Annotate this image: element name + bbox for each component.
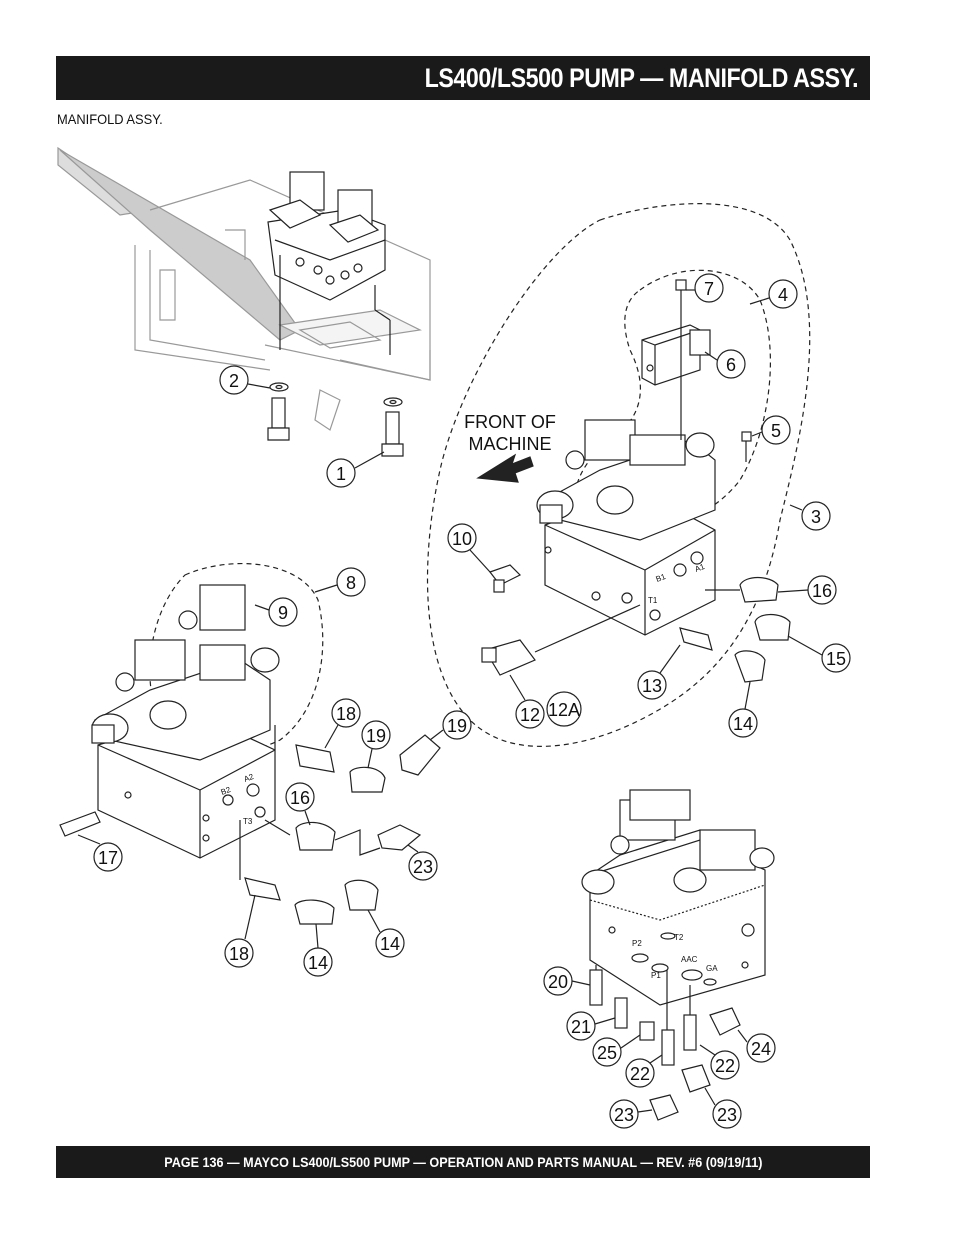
page-title: LS400/LS500 PUMP — MANIFOLD ASSY. xyxy=(424,62,858,93)
callout-18: 18 xyxy=(336,704,356,724)
callout-19: 19 xyxy=(366,726,386,746)
callout-6: 6 xyxy=(726,355,736,375)
solenoid-coil-6 xyxy=(641,324,711,386)
valve-12 xyxy=(481,604,641,676)
callout-circles xyxy=(77,273,851,1129)
port-label-a2: A2 xyxy=(243,772,256,784)
callout-7: 7 xyxy=(704,279,714,299)
port-label-p2: P2 xyxy=(632,939,642,948)
port-label-a1: A1 xyxy=(694,562,707,574)
dashed-outline-3 xyxy=(426,203,811,747)
callout-12: 12 xyxy=(520,705,540,725)
fittings-bottom xyxy=(589,965,741,1121)
callout-12a: 12A xyxy=(548,700,580,720)
callout-16: 16 xyxy=(812,581,832,601)
port-label-b2: B2 xyxy=(220,785,233,797)
screw-7 xyxy=(675,279,687,440)
valve-manifold-top xyxy=(267,171,391,355)
screw-5 xyxy=(741,431,752,462)
callout-24: 24 xyxy=(751,1039,771,1059)
callout-14b: 14 xyxy=(308,953,328,973)
page-title-bar: LS400/LS500 PUMP — MANIFOLD ASSY. xyxy=(56,56,870,100)
port-label-b1: B1 xyxy=(655,572,668,584)
port-label-t3: T3 xyxy=(243,817,253,826)
callout-16b: 16 xyxy=(290,788,310,808)
callout-20: 20 xyxy=(548,972,568,992)
callout-5: 5 xyxy=(771,421,781,441)
callout-14c: 14 xyxy=(380,934,400,954)
section-subtitle: MANIFOLD ASSY. xyxy=(57,111,163,127)
callout-9: 9 xyxy=(278,603,288,623)
callout-8: 8 xyxy=(346,573,356,593)
bolt-and-washer-left xyxy=(267,382,404,457)
front-label-line1: FRONT OF xyxy=(464,412,556,432)
callout-22b: 22 xyxy=(715,1056,735,1076)
solenoid-valves-8 xyxy=(91,584,280,761)
footer-text: PAGE 136 — MAYCO LS400/LS500 PUMP — OPER… xyxy=(163,1154,763,1170)
valve-manifold-bottom xyxy=(581,789,775,1006)
page-footer: PAGE 136 — MAYCO LS400/LS500 PUMP — OPER… xyxy=(56,1146,870,1178)
callout-13: 13 xyxy=(642,676,662,696)
callout-3: 3 xyxy=(811,507,821,527)
port-label-t1: T1 xyxy=(648,596,658,605)
port-label-p1: P1 xyxy=(651,971,661,980)
callout-23c: 23 xyxy=(717,1105,737,1125)
callout-10: 10 xyxy=(452,529,472,549)
plug-10 xyxy=(489,564,522,593)
fittings-13-14-15-16 xyxy=(679,576,791,683)
callout-14: 14 xyxy=(733,714,753,734)
front-label-line2: MACHINE xyxy=(468,434,551,454)
callout-21: 21 xyxy=(571,1017,591,1037)
callout-25: 25 xyxy=(597,1043,617,1063)
port-label-t2: T2 xyxy=(674,933,684,942)
port-label-ga: GA xyxy=(706,964,718,973)
callout-1: 1 xyxy=(336,464,346,484)
solenoid-valves-3 xyxy=(536,419,716,541)
callout-2: 2 xyxy=(229,371,239,391)
frame-assembly xyxy=(57,146,431,431)
callout-17: 17 xyxy=(98,848,118,868)
callout-18b: 18 xyxy=(229,944,249,964)
callout-23: 23 xyxy=(413,857,433,877)
callout-23b: 23 xyxy=(614,1105,634,1125)
front-arrow xyxy=(476,453,534,483)
callout-15: 15 xyxy=(826,649,846,669)
callout-4: 4 xyxy=(778,285,788,305)
callout-22: 22 xyxy=(630,1064,650,1084)
port-label-aac: AAC xyxy=(681,955,698,964)
fittings-8 xyxy=(59,725,441,925)
callout-19b: 19 xyxy=(447,716,467,736)
